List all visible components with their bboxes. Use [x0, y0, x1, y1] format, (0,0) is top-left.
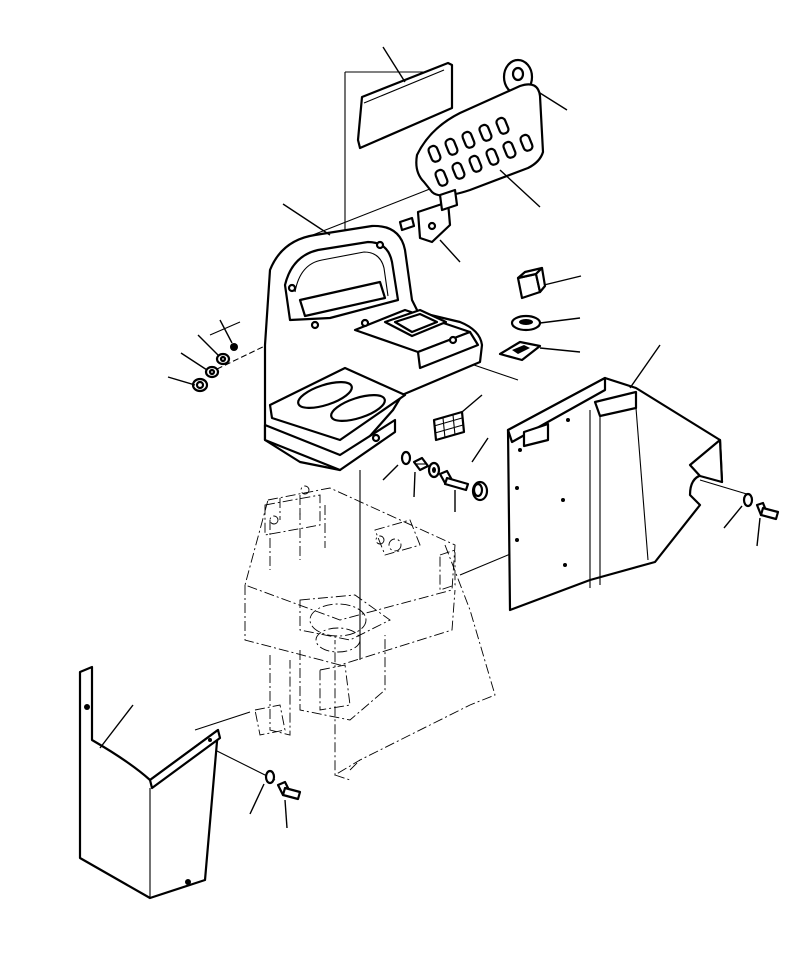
washer — [249, 769, 276, 815]
washer — [427, 461, 441, 479]
nut — [412, 456, 430, 498]
console-housing — [263, 203, 484, 472]
plate — [498, 340, 581, 362]
washer — [723, 492, 754, 529]
bracket — [398, 188, 461, 263]
bolt — [276, 780, 302, 829]
label — [432, 394, 483, 442]
spacer — [471, 437, 489, 502]
side-cover-left — [78, 665, 222, 900]
bolt — [438, 469, 470, 512]
switch-panel — [415, 83, 545, 208]
bolt — [755, 501, 780, 547]
nut — [219, 319, 238, 351]
cover-plate-top — [356, 46, 454, 150]
washer — [382, 450, 412, 481]
frame-assembly — [244, 485, 496, 781]
side-cover-right — [506, 344, 724, 612]
nut — [167, 376, 209, 393]
bezel — [510, 314, 581, 332]
washer — [197, 334, 231, 366]
switch — [516, 266, 582, 300]
washer — [180, 352, 220, 379]
